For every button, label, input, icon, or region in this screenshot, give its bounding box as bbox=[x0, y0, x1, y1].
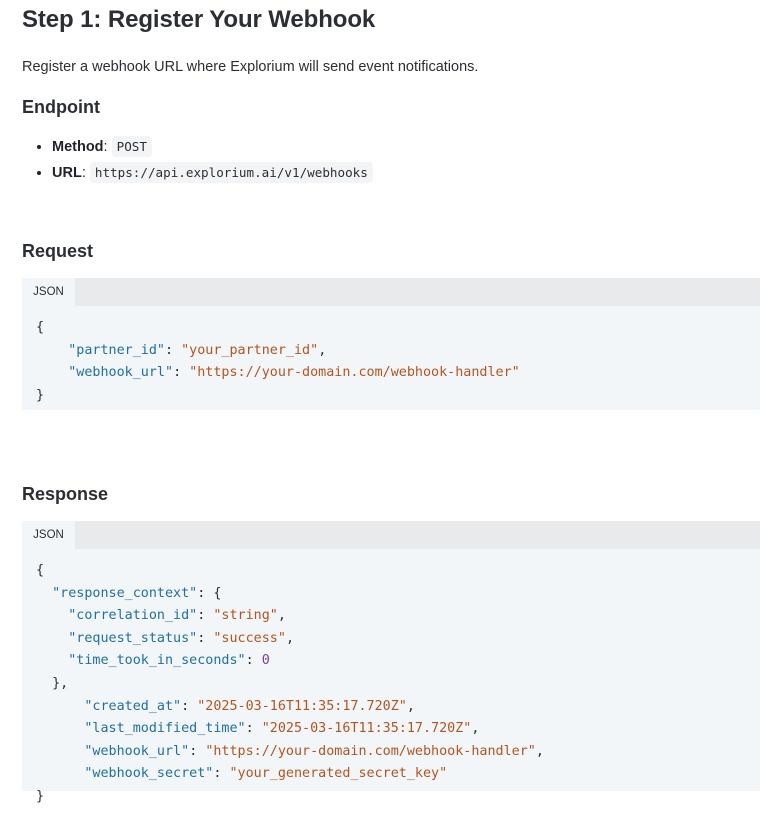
json-string: "your_partner_id" bbox=[181, 342, 319, 358]
json-punct: { bbox=[36, 320, 45, 335]
code-line: { bbox=[36, 317, 746, 340]
json-punct: , bbox=[277, 608, 286, 624]
json-punct: , bbox=[285, 630, 294, 646]
code-line: } bbox=[36, 385, 746, 408]
json-punct bbox=[36, 721, 84, 736]
json-punct: }, bbox=[36, 675, 69, 691]
json-punct bbox=[36, 744, 84, 759]
json-number: 0 bbox=[261, 653, 270, 669]
json-key: "response_context" bbox=[52, 585, 198, 601]
json-punct: : bbox=[173, 365, 190, 381]
endpoint-list: Method: POST URL: https://api.explorium.… bbox=[22, 134, 373, 186]
code-line: } bbox=[36, 786, 746, 809]
code-line: "last_modified_time": "2025-03-16T11:35:… bbox=[36, 718, 746, 741]
code-line: "partner_id": "your_partner_id", bbox=[36, 340, 746, 363]
endpoint-url: URL: https://api.explorium.ai/v1/webhook… bbox=[52, 160, 373, 186]
json-punct: : bbox=[197, 630, 214, 646]
json-string: "your_generated_secret_key" bbox=[229, 766, 448, 782]
json-punct: : bbox=[245, 653, 262, 669]
endpoint-method: Method: POST bbox=[52, 134, 373, 160]
code-line: "webhook_url": "https://your-domain.com/… bbox=[36, 362, 746, 385]
page-title: Step 1: Register Your Webhook bbox=[22, 6, 376, 33]
json-punct bbox=[36, 699, 84, 714]
json-punct: , bbox=[406, 698, 415, 714]
code-line: "correlation_id": "string", bbox=[36, 605, 746, 628]
json-key: "webhook_secret" bbox=[84, 766, 214, 782]
url-value: https://api.explorium.ai/v1/webhooks bbox=[89, 162, 373, 183]
json-key: "webhook_url" bbox=[84, 743, 190, 759]
endpoint-heading: Endpoint bbox=[22, 97, 100, 117]
code-line: "webhook_url": "https://your-domain.com/… bbox=[36, 741, 746, 764]
code-line: }, bbox=[36, 673, 746, 696]
json-punct: : bbox=[197, 608, 214, 624]
json-string: "success" bbox=[213, 630, 286, 646]
code-tabbar: JSON bbox=[22, 521, 760, 549]
json-punct: , bbox=[535, 743, 544, 759]
json-punct bbox=[36, 631, 68, 646]
json-punct bbox=[36, 766, 84, 781]
json-string: "string" bbox=[213, 608, 278, 624]
code-line: "request_status": "success", bbox=[36, 628, 746, 651]
json-punct: : bbox=[245, 721, 262, 737]
code-line: "webhook_secret": "your_generated_secret… bbox=[36, 763, 746, 786]
json-key: "created_at" bbox=[84, 698, 182, 714]
request-code: { "partner_id": "your_partner_id", "webh… bbox=[22, 306, 760, 421]
json-punct: , bbox=[318, 342, 327, 358]
json-string: "https://your-domain.com/webhook-handler… bbox=[189, 365, 520, 381]
method-label: Method bbox=[52, 139, 104, 155]
json-punct: } bbox=[36, 788, 45, 804]
json-key: "partner_id" bbox=[68, 342, 165, 358]
method-value: POST bbox=[111, 136, 152, 157]
json-key: "correlation_id" bbox=[68, 608, 198, 624]
json-key: "last_modified_time" bbox=[84, 721, 246, 737]
json-punct: , bbox=[471, 721, 480, 737]
code-line: "response_context": { bbox=[36, 583, 746, 606]
code-tabbar: JSON bbox=[22, 278, 760, 306]
code-line: "time_took_in_seconds": 0 bbox=[36, 650, 746, 673]
response-code: { "response_context": { "correlation_id"… bbox=[22, 549, 760, 823]
code-line: { bbox=[36, 560, 746, 583]
json-punct: : bbox=[181, 698, 198, 714]
json-punct: : bbox=[165, 342, 182, 358]
json-string: "2025-03-16T11:35:17.720Z" bbox=[261, 721, 472, 737]
json-punct bbox=[36, 343, 68, 358]
url-label: URL bbox=[52, 165, 82, 181]
json-key: "time_took_in_seconds" bbox=[68, 653, 246, 669]
json-punct: : { bbox=[197, 585, 222, 601]
json-punct: { bbox=[36, 563, 45, 578]
tab-json[interactable]: JSON bbox=[22, 521, 75, 549]
response-code-block: JSON { "response_context": { "correlatio… bbox=[22, 521, 760, 804]
intro-text: Register a webhook URL where Explorium w… bbox=[22, 59, 479, 75]
json-punct bbox=[36, 586, 52, 601]
code-line: "created_at": "2025-03-16T11:35:17.720Z"… bbox=[36, 696, 746, 719]
json-key: "webhook_url" bbox=[68, 365, 174, 381]
separator: : bbox=[103, 139, 108, 155]
json-punct: } bbox=[36, 387, 45, 403]
request-code-block: JSON { "partner_id": "your_partner_id", … bbox=[22, 278, 760, 410]
json-punct bbox=[36, 608, 68, 623]
json-punct: : bbox=[213, 766, 230, 782]
separator: : bbox=[81, 165, 86, 181]
tab-json[interactable]: JSON bbox=[22, 278, 75, 306]
json-string: "https://your-domain.com/webhook-handler… bbox=[205, 743, 536, 759]
json-punct bbox=[36, 365, 68, 380]
request-heading: Request bbox=[22, 241, 94, 261]
json-string: "2025-03-16T11:35:17.720Z" bbox=[197, 698, 407, 714]
json-punct: : bbox=[189, 743, 206, 759]
json-key: "request_status" bbox=[68, 630, 198, 646]
json-punct bbox=[36, 653, 68, 668]
response-heading: Response bbox=[22, 484, 109, 504]
